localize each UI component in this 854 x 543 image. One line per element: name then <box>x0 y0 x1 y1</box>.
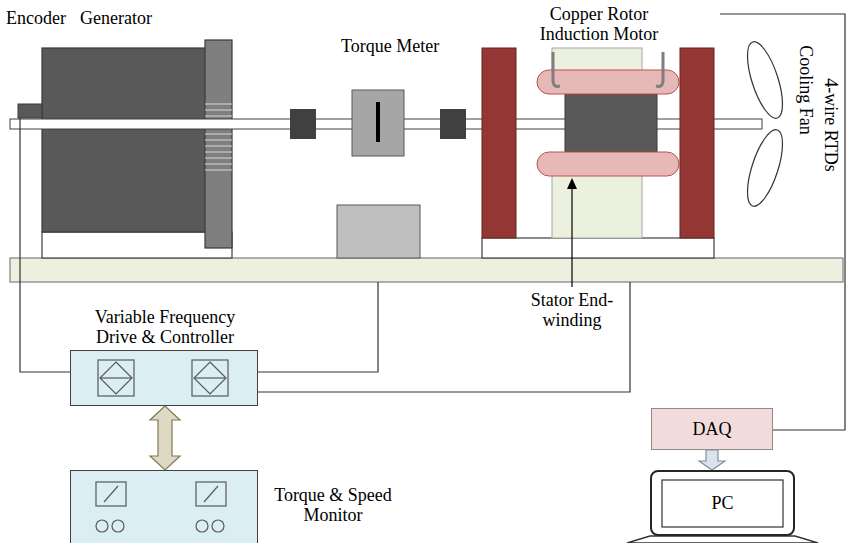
base-plate <box>10 258 843 282</box>
inverter-symbol <box>192 360 228 396</box>
signal-wire <box>720 14 845 430</box>
text-holder: 4-wire RTDs <box>821 78 841 171</box>
drive-box: Variable Frequency Drive & Controller <box>70 350 258 406</box>
signal-wire <box>258 282 630 392</box>
meter-symbol <box>104 486 118 502</box>
node-label: Generator <box>80 8 152 28</box>
signal-wire <box>20 118 70 372</box>
leader-line <box>571 186 572 287</box>
inverter-symbol <box>194 377 226 378</box>
end-winding <box>537 70 679 94</box>
callout-label: Stator End-winding <box>522 290 622 330</box>
node-label: Variable Frequency Drive & Controller <box>80 307 250 347</box>
generator: Generator <box>80 8 152 28</box>
node-label: Encoder <box>6 8 66 28</box>
node-label: Torque Meter <box>341 36 447 56</box>
induction-motor: Copper Rotor Induction Motor <box>478 4 720 282</box>
generator-flange <box>205 40 232 248</box>
fan-blade <box>740 126 789 210</box>
wire-label: 4-wire RTDs <box>821 78 841 171</box>
shaft-coupling <box>290 109 316 139</box>
drive-fill <box>70 350 258 406</box>
node-label: Copper Rotor Induction Motor <box>529 4 669 44</box>
knob-symbol <box>196 520 208 532</box>
laptop-screen-frame <box>650 470 795 536</box>
fan-label: Cooling Fan <box>796 45 816 135</box>
converter-symbol <box>100 377 132 378</box>
text-holder: Variable Frequency Drive & Controller <box>80 307 250 347</box>
node-label: Torque & Speed Monitor <box>269 485 397 525</box>
inverter-symbol <box>194 362 226 394</box>
stator-core <box>552 166 642 238</box>
converter-symbol <box>100 362 132 394</box>
motor-frame <box>482 48 516 238</box>
pc-screen: PC <box>650 470 795 536</box>
daq-box: DAQ <box>651 408 773 450</box>
monitor-box: Torque & Speed Monitor <box>70 470 258 543</box>
block-arrow <box>150 406 180 470</box>
torque-meter-body <box>352 90 404 156</box>
torque-meter: Torque Meter <box>335 36 447 282</box>
knob-symbol <box>212 520 224 532</box>
generator-body <box>42 48 210 232</box>
encoder-body <box>18 104 42 118</box>
meter-symbol <box>204 486 218 502</box>
leader-arrowhead <box>567 178 577 189</box>
node-label: DAQ <box>693 419 732 439</box>
text-holder: Cooling Fan <box>796 45 816 135</box>
motor-frame <box>680 48 714 238</box>
block-arrow <box>699 450 725 470</box>
knob-symbol <box>96 520 108 532</box>
encoder: Encoder <box>6 8 66 118</box>
text-holder: Torque & Speed Monitor <box>269 485 397 525</box>
text-holder: Stator End-winding <box>522 290 622 330</box>
torque-meter-bar <box>376 102 380 142</box>
rtd-probe <box>553 52 663 86</box>
generator-base <box>42 232 232 258</box>
signal-wire <box>258 282 378 372</box>
meter-symbol <box>96 482 126 506</box>
converter-symbol <box>98 360 134 396</box>
meter-symbol <box>196 482 226 506</box>
rotor <box>565 94 657 152</box>
motor-base <box>482 238 714 258</box>
laptop-base <box>627 536 818 543</box>
fan-blade <box>740 38 789 122</box>
shaft-coupling <box>440 109 466 139</box>
flange-fins <box>205 104 232 170</box>
knob-symbol <box>112 520 124 532</box>
torque-meter-base <box>337 205 420 258</box>
end-winding <box>537 152 679 176</box>
laptop-screen <box>662 480 783 527</box>
monitor-fill <box>70 470 258 543</box>
node-label: PC <box>711 493 733 513</box>
